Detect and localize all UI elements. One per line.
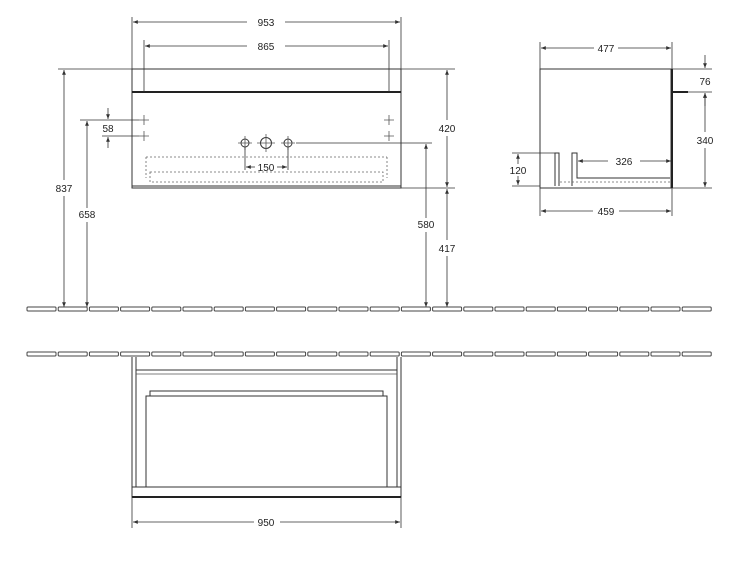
floor-tile xyxy=(57,351,88,357)
top-drawer-outline xyxy=(145,390,388,487)
tap-holes xyxy=(238,134,295,152)
dim-326: 326 xyxy=(578,157,671,168)
floor-tile xyxy=(525,306,556,312)
dim-837: 837 xyxy=(56,68,132,307)
floor-tile xyxy=(432,351,463,357)
dim-76-label: 76 xyxy=(699,77,711,88)
dim-837-label: 837 xyxy=(56,184,73,195)
dim-120-label: 120 xyxy=(510,166,527,177)
dim-658-label: 658 xyxy=(79,210,96,221)
front-cabinet-outline xyxy=(131,68,402,189)
dim-953-label: 953 xyxy=(258,18,275,29)
side-view: 477 76 340 120 326 xyxy=(510,42,714,218)
floor-tile xyxy=(213,306,244,312)
floor-tile xyxy=(463,351,494,357)
floor-tile xyxy=(400,351,431,357)
dim-477-label: 477 xyxy=(598,44,615,55)
floor-tile xyxy=(276,351,307,357)
front-view: 953 865 837 658 58 xyxy=(56,17,456,307)
floor-tile xyxy=(681,306,712,312)
floor-tile xyxy=(588,351,619,357)
side-cabinet-outline xyxy=(539,68,672,189)
floor-tile xyxy=(182,306,213,312)
floor-tile xyxy=(307,306,338,312)
dim-950-label: 950 xyxy=(258,518,275,529)
floor-tile xyxy=(88,306,119,312)
floor-tile xyxy=(57,306,88,312)
floor-tile xyxy=(26,306,57,312)
dim-420: 420 xyxy=(401,68,456,189)
dim-340-label: 340 xyxy=(697,136,714,147)
dim-580-label: 580 xyxy=(418,220,435,231)
dim-459-label: 459 xyxy=(598,207,615,218)
dim-658: 658 xyxy=(79,119,139,307)
floor-tile xyxy=(307,351,338,357)
dim-58-label: 58 xyxy=(102,124,114,135)
dim-76: 76 xyxy=(672,55,712,106)
dim-417-label: 417 xyxy=(439,244,456,255)
floor-tile xyxy=(400,306,431,312)
floor-tile xyxy=(681,351,712,357)
dim-150-label: 150 xyxy=(258,163,275,174)
dim-477: 477 xyxy=(539,42,673,69)
floor-tile xyxy=(244,351,275,357)
top-front-panel xyxy=(131,486,402,498)
floor-tile xyxy=(619,306,650,312)
floor-tile xyxy=(556,306,587,312)
dim-417: 417 xyxy=(439,189,456,307)
dim-120: 120 xyxy=(510,152,555,187)
top-view: 950 xyxy=(131,357,402,529)
dim-459: 459 xyxy=(539,188,673,218)
floor-line-lower xyxy=(26,351,712,357)
floor-tile xyxy=(182,351,213,357)
dim-150: 150 xyxy=(244,147,289,174)
dim-865: 865 xyxy=(143,40,390,92)
wall-mount-markers xyxy=(139,115,394,141)
floor-tile xyxy=(151,306,182,312)
dim-950: 950 xyxy=(131,497,402,529)
floor-tile xyxy=(276,306,307,312)
floor-tile xyxy=(494,306,525,312)
floor-tile xyxy=(88,351,119,357)
floor-tile xyxy=(588,306,619,312)
dim-953: 953 xyxy=(131,17,402,69)
dim-326-label: 326 xyxy=(616,157,633,168)
floor-tile xyxy=(338,351,369,357)
dim-580: 580 xyxy=(296,142,435,307)
floor-tile xyxy=(151,351,182,357)
dim-340: 340 xyxy=(672,93,714,189)
floor-tile xyxy=(120,351,151,357)
floor-tile xyxy=(650,306,681,312)
floor-tile xyxy=(369,351,400,357)
top-cabinet-sides xyxy=(131,357,402,497)
floor-tile xyxy=(432,306,463,312)
side-siphon-cutout xyxy=(554,152,670,186)
dim-865-label: 865 xyxy=(258,42,275,53)
floor-tile xyxy=(463,306,494,312)
floor-tile xyxy=(650,351,681,357)
floor-tile xyxy=(556,351,587,357)
front-drawer-outline xyxy=(145,156,388,178)
floor-tile xyxy=(369,306,400,312)
floor-tile xyxy=(120,306,151,312)
dim-58: 58 xyxy=(102,108,139,148)
floor-tile xyxy=(619,351,650,357)
floor-tile xyxy=(213,351,244,357)
floor-line-upper xyxy=(26,306,712,312)
floor-tile xyxy=(338,306,369,312)
floor-tile xyxy=(525,351,556,357)
front-drawer-inner xyxy=(149,171,384,183)
floor-tile xyxy=(26,351,57,357)
floor-tile xyxy=(244,306,275,312)
floor-tile xyxy=(494,351,525,357)
dim-420-label: 420 xyxy=(439,124,456,135)
